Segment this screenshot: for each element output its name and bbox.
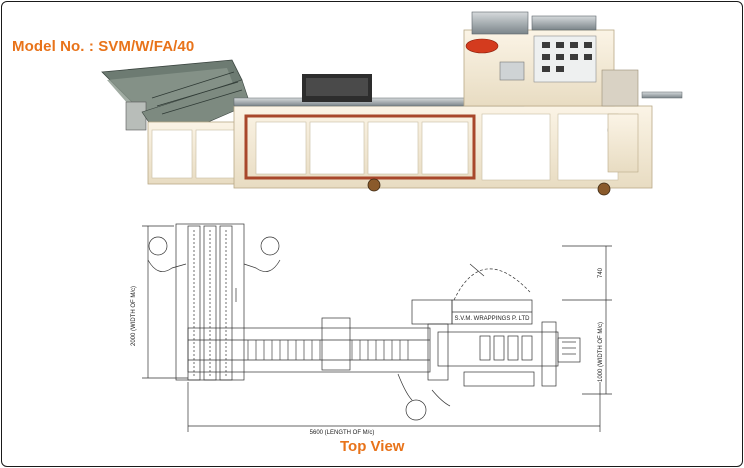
control-tower	[463, 11, 683, 173]
manufacturer-plate-text: S.V.M. WRAPPINGS P. LTD	[455, 316, 531, 322]
top-view-drawing	[142, 223, 612, 432]
machine-base	[147, 74, 653, 196]
right-width-dimension-label: 1000 (WIDTH OF M/c)	[598, 322, 604, 382]
width-dimension-label: 2000 (WIDTH OF M/c)	[131, 286, 137, 346]
top-dimension-label: 740	[598, 267, 604, 278]
drawing-caption: Top View	[340, 438, 405, 455]
length-dimension-label: 5600 (LENGTH OF M/c)	[310, 430, 375, 436]
model-number-title: Model No. : SVM/W/FA/40	[12, 38, 195, 55]
feeder-assembly	[101, 59, 251, 143]
